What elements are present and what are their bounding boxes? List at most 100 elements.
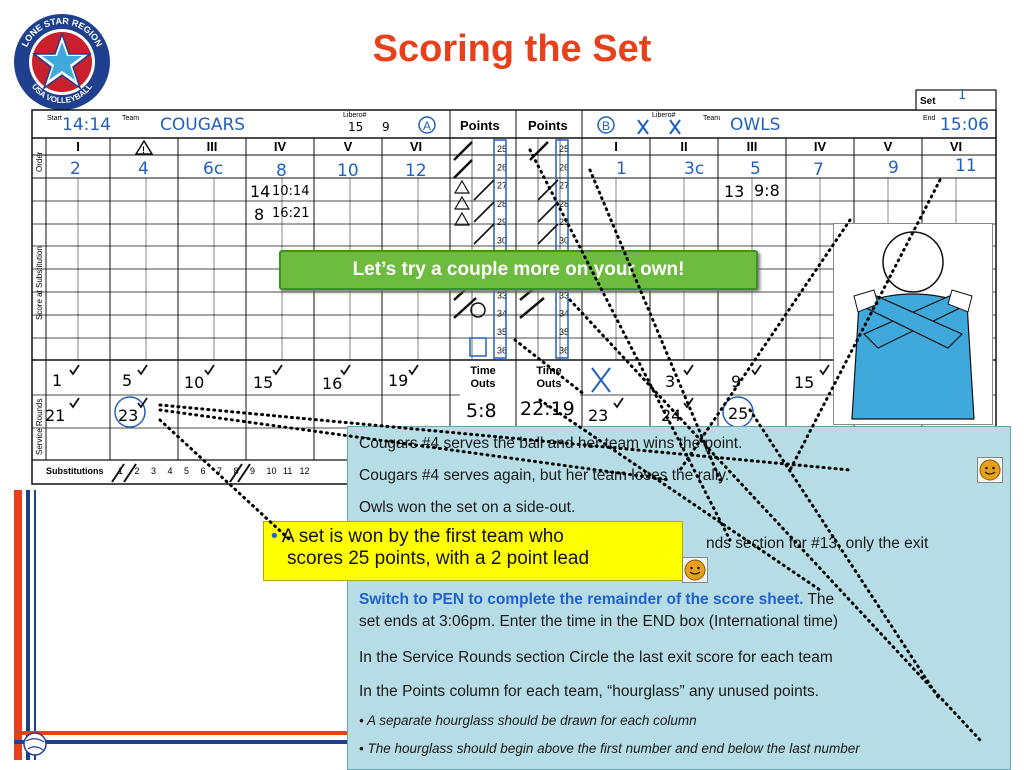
substitution-number: 7 bbox=[217, 466, 222, 476]
svg-text:Points: Points bbox=[528, 118, 568, 133]
right-team-name: OWLS bbox=[730, 115, 781, 135]
substitution-number: 9 bbox=[250, 466, 255, 476]
left-service-2: 5 bbox=[122, 371, 133, 390]
svg-text:Service Rounds: Service Rounds bbox=[35, 399, 44, 455]
left-service-4: 15 bbox=[253, 373, 274, 392]
right-lineup-2: 3c bbox=[684, 159, 705, 179]
rule-callout-text: • A set is won by the first team who sco… bbox=[271, 526, 590, 569]
left-lineup-3: 6c bbox=[203, 159, 224, 179]
smiley-button-callout[interactable] bbox=[682, 557, 708, 583]
smiley-icon bbox=[684, 559, 706, 581]
svg-text:IV: IV bbox=[274, 139, 287, 154]
svg-text:II: II bbox=[680, 139, 687, 154]
info-line-8: In the Points column for each team, “hou… bbox=[359, 683, 820, 700]
right-lineup-4: 7 bbox=[813, 160, 824, 180]
instructions-panel: Cougars #4 serves the ball and her team … bbox=[347, 426, 1011, 770]
left-lineup-6: 12 bbox=[405, 161, 427, 181]
info-line-2: Cougars #4 serves again, but her team lo… bbox=[359, 467, 730, 484]
right-lineup-5: 9 bbox=[888, 158, 899, 178]
instruction-banner: Let’s try a couple more on your own! bbox=[279, 250, 758, 290]
right-service-1: 3 bbox=[665, 372, 676, 391]
svg-text:Libero#: Libero# bbox=[343, 112, 366, 119]
svg-text:A: A bbox=[423, 119, 431, 133]
right-timeout: 22:19 bbox=[520, 398, 575, 420]
svg-text:I: I bbox=[614, 139, 618, 154]
svg-text:Outs: Outs bbox=[470, 378, 495, 390]
left-sub-player-1: 14 bbox=[250, 182, 271, 201]
right-sub-player: 13 bbox=[724, 182, 745, 201]
left-service-7: 21 bbox=[45, 406, 66, 425]
left-service-5: 16 bbox=[322, 374, 343, 393]
svg-text:Set: Set bbox=[920, 96, 936, 107]
svg-text:B: B bbox=[602, 119, 610, 133]
left-service-8: 23 bbox=[118, 406, 139, 425]
substitution-number: 10 bbox=[267, 466, 277, 476]
points-number: 34 bbox=[497, 309, 507, 319]
left-lineup-2: 4 bbox=[138, 159, 149, 179]
info-line-6: set ends at 3:06pm. Enter the time in th… bbox=[359, 613, 839, 630]
set-number: 1 bbox=[958, 88, 967, 103]
svg-text:Outs: Outs bbox=[536, 378, 561, 390]
right-lineup-6: 11 bbox=[955, 156, 977, 176]
svg-text:Start: Start bbox=[47, 115, 62, 122]
smiley-icon bbox=[979, 459, 1001, 481]
right-sub-score: 9:8 bbox=[754, 181, 780, 200]
points-number: 26 bbox=[497, 162, 507, 172]
pen-instruction: Switch to PEN to complete the remainder … bbox=[359, 591, 804, 608]
info-line-3: Owls won the set on a side-out. bbox=[359, 499, 576, 516]
svg-text:Libero#: Libero# bbox=[652, 112, 675, 119]
info-bullet-1: • A separate hourglass should be drawn f… bbox=[359, 713, 697, 728]
svg-text:Substitutions: Substitutions bbox=[46, 466, 104, 476]
left-sub-player-2: 8 bbox=[254, 205, 265, 224]
points-number: 28 bbox=[497, 199, 507, 209]
right-service-6: 25 bbox=[728, 404, 749, 423]
warning-icon bbox=[134, 139, 154, 155]
substitution-number: 2 bbox=[135, 466, 140, 476]
left-service-1: 1 bbox=[52, 371, 63, 390]
right-service-3: 15 bbox=[794, 373, 815, 392]
substitution-number: 6 bbox=[201, 466, 206, 476]
left-service-3: 10 bbox=[184, 373, 205, 392]
left-sub-score-1: 10:14 bbox=[272, 184, 310, 199]
points-number: 30 bbox=[497, 236, 507, 246]
svg-text:V: V bbox=[344, 139, 353, 154]
left-sub-score-2: 16:21 bbox=[272, 206, 310, 221]
svg-text:III: III bbox=[747, 139, 758, 154]
svg-text:Score at Substitution: Score at Substitution bbox=[35, 246, 44, 320]
info-line-1: Cougars #4 serves the ball and her team … bbox=[359, 435, 743, 452]
left-team-name: COUGARS bbox=[160, 115, 246, 135]
left-timeout: 5:8 bbox=[466, 400, 497, 422]
smiley-button-right[interactable] bbox=[977, 457, 1003, 483]
info-line-4: nds section for #13, only the exit bbox=[706, 535, 929, 552]
points-number: 36 bbox=[497, 345, 507, 355]
substitution-number: 4 bbox=[168, 466, 173, 476]
lone-star-region-logo: LONE STAR REGION USA VOLLEYBALL bbox=[14, 14, 110, 110]
right-service-5: 24 bbox=[661, 406, 682, 425]
svg-text:Points: Points bbox=[460, 118, 500, 133]
points-number: 33 bbox=[497, 290, 507, 300]
svg-text:Team: Team bbox=[703, 115, 720, 122]
svg-text:Team: Team bbox=[122, 115, 139, 122]
left-libero-a: 15 bbox=[348, 120, 364, 134]
info-line-7: In the Service Rounds section Circle the… bbox=[359, 649, 833, 666]
svg-text:IV: IV bbox=[814, 139, 827, 154]
right-service-2: 9 bbox=[731, 372, 742, 391]
info-bullet-2: • The hourglass should begin above the f… bbox=[359, 741, 860, 756]
left-lineup-5: 10 bbox=[337, 161, 359, 181]
svg-text:Time: Time bbox=[470, 365, 495, 377]
right-service-4: 23 bbox=[588, 406, 609, 425]
svg-text:I: I bbox=[76, 139, 80, 154]
substitution-number: 12 bbox=[300, 466, 310, 476]
points-number: 25 bbox=[497, 144, 507, 154]
svg-text:!: ! bbox=[142, 145, 145, 155]
rule-callout: • A set is won by the first team who sco… bbox=[263, 521, 683, 581]
right-lineup-1: 1 bbox=[616, 159, 627, 179]
left-libero-b: 9 bbox=[382, 120, 390, 134]
svg-text:VI: VI bbox=[410, 139, 422, 154]
crossed-arms-icon bbox=[851, 231, 975, 420]
svg-text:VI: VI bbox=[950, 139, 962, 154]
left-service-6: 19 bbox=[388, 371, 409, 390]
substitution-number: 11 bbox=[283, 466, 292, 476]
start-time: 14:14 bbox=[62, 115, 111, 135]
info-line-5-rest: The bbox=[803, 591, 835, 608]
